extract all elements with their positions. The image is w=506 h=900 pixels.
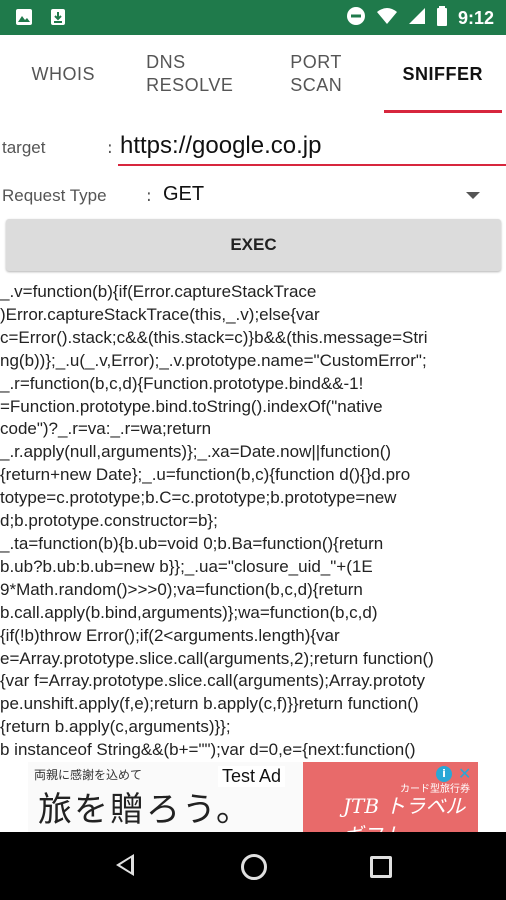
output-line: ng(b))};_.u(_.v,Error);_.v.prototype.nam… — [0, 350, 427, 370]
test-ad-badge: Test Ad — [218, 766, 286, 787]
request-type-row[interactable]: Request Type : GET — [0, 178, 506, 214]
output-line: {return+new Date};_.u=function(b,c){func… — [0, 465, 411, 485]
output-line: b instanceof String&&(b+="");var d=0,e={… — [0, 740, 416, 760]
output-line: b.ub?b.ub:b.ub=new b}};_.ua="closure_uid… — [0, 556, 373, 576]
back-icon[interactable] — [116, 854, 134, 876]
status-bar: 9:12 — [0, 0, 506, 35]
output-line: {var f=Array.prototype.slice.call(argume… — [0, 671, 425, 691]
download-notification-icon — [48, 7, 68, 27]
do-not-disturb-icon — [346, 6, 366, 30]
output-line: totype=c.prototype;b.C=c.prototype;b.pro… — [0, 488, 397, 508]
recents-icon[interactable] — [370, 856, 392, 878]
tab-label: SNIFFER — [402, 63, 483, 84]
signal-icon — [408, 7, 426, 29]
tab-sniffer[interactable]: SNIFFER — [380, 35, 506, 113]
request-type-label: Request Type — [2, 186, 107, 205]
request-type-select[interactable]: GET — [163, 183, 205, 205]
output-line: e=Array.prototype.slice.call(arguments,2… — [0, 648, 434, 668]
exec-button[interactable]: EXEC — [6, 219, 501, 271]
target-label: target — [2, 138, 46, 157]
home-icon[interactable] — [241, 854, 267, 880]
output-line: 9*Math.random()>>>0);va=function(b,c,d){… — [0, 579, 363, 599]
output-line: {if(!b)throw Error();if(2<arguments.leng… — [0, 625, 340, 645]
ad-banner[interactable]: 両親に感謝を込めて 旅を贈ろう。 カード型旅行券 JTB トラベルギフト Tes… — [28, 762, 478, 832]
output-line: =Function.prototype.bind.toString().inde… — [0, 396, 383, 416]
ad-small-text: 両親に感謝を込めて — [34, 768, 143, 782]
ad-headline: 旅を贈ろう。 — [38, 790, 252, 830]
response-output: _.v=function(b){if(Error.captureStackTra… — [0, 281, 506, 762]
clock: 9:12 — [457, 7, 494, 28]
request-type-colon: : — [146, 186, 152, 206]
output-line: {return b.apply(c,arguments)}}; — [0, 717, 231, 737]
output-line: pe.unshift.apply(f,e);return b.apply(c,f… — [0, 694, 419, 714]
output-line: )Error.captureStackTrace(this,_.v);else{… — [0, 304, 320, 324]
info-icon[interactable]: i — [436, 766, 452, 782]
target-row: target : — [0, 128, 506, 170]
output-line: b.call.apply(b.bind,arguments)};wa=funct… — [0, 602, 378, 622]
output-line: code")?_.r=va:_.r=wa;return — [0, 419, 212, 439]
output-line: _.v=function(b){if(Error.captureStackTra… — [0, 282, 317, 301]
output-line: _.r.apply(null,arguments)};_.xa=Date.now… — [0, 442, 392, 462]
ad-right-small-text: カード型旅行券 — [400, 784, 470, 795]
image-notification-icon — [14, 7, 34, 27]
close-icon[interactable]: ✕ — [458, 764, 472, 783]
tab-label: WHOIS — [31, 63, 95, 84]
target-input[interactable] — [118, 128, 506, 166]
chevron-down-icon[interactable] — [466, 192, 480, 199]
output-line: d;b.prototype.constructor=b}; — [0, 511, 218, 531]
output-line: _.r=function(b,c,d){Function.prototype.b… — [0, 373, 364, 393]
target-colon: : — [107, 138, 113, 158]
output-line: _.ta=function(b){b.ub=void 0;b.Ba=functi… — [0, 533, 384, 553]
navigation-bar — [0, 832, 506, 900]
output-line: c=Error().stack;c&&(this.stack=c)}b&&(th… — [0, 327, 428, 347]
wifi-icon — [376, 7, 398, 29]
tab-whois[interactable]: WHOIS — [0, 35, 127, 113]
ad-brand-text: JTB トラベルギフト — [343, 794, 466, 832]
battery-icon — [436, 6, 448, 30]
